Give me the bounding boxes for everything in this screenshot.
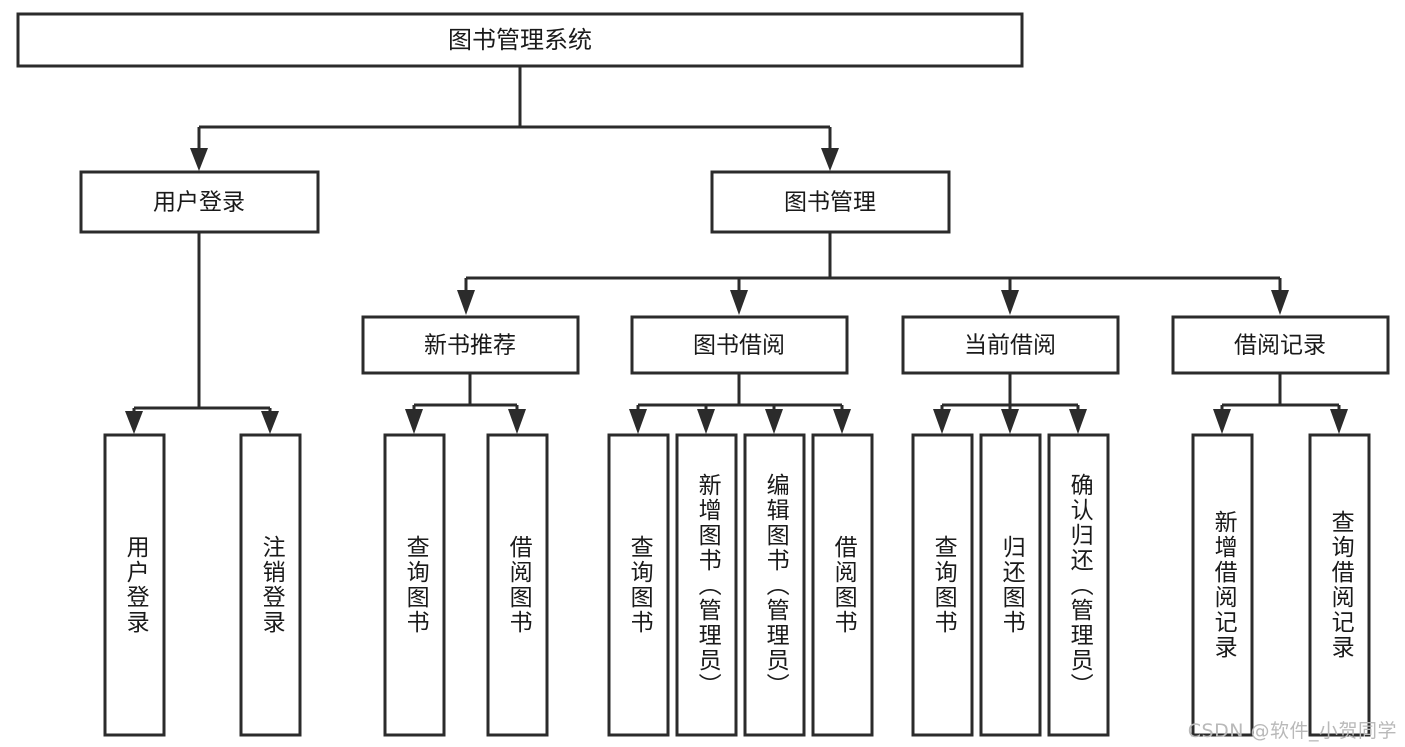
arrow-head-user-login [190, 148, 208, 171]
connectors-user-login [125, 232, 279, 434]
leaf-boxes-user-login [103, 433, 302, 737]
root-label: 图书管理系统 [448, 26, 592, 54]
leaf-box-book-borrow-4[interactable] [811, 433, 874, 737]
borrow-record-box[interactable] [1171, 315, 1390, 375]
connectors-current-borrow [933, 373, 1087, 434]
user-login-box[interactable] [79, 170, 320, 234]
connectors-book-mgmt [457, 232, 1289, 315]
arrow-head-leaf-borrow-record-1 [1213, 409, 1231, 434]
leaf-boxes-new-book [383, 433, 549, 737]
leaf-box-new-book-1[interactable] [383, 433, 446, 737]
leaf-box-book-borrow-2[interactable] [675, 433, 738, 737]
node-new-book-recommend[interactable]: 新书推荐 [361, 315, 580, 375]
leaf-box-new-book-2[interactable] [486, 433, 549, 737]
leaf-box-book-borrow-1[interactable] [607, 433, 670, 737]
arrow-head-leaf-book-borrow-4 [833, 409, 851, 434]
node-book-borrow[interactable]: 图书借阅 [630, 315, 849, 375]
leaf-box-current-borrow-2[interactable] [979, 433, 1042, 737]
node-borrow-record[interactable]: 借阅记录 [1171, 315, 1390, 375]
node-user-login[interactable]: 用户登录 [79, 170, 320, 234]
leaf-box-borrow-record-2[interactable] [1308, 433, 1371, 737]
leaf-boxes-current-borrow [911, 433, 1110, 737]
arrow-head-new-book [457, 290, 475, 315]
user-login-label: 用户登录 [153, 190, 245, 216]
leaf-box-current-borrow-3[interactable] [1047, 433, 1110, 737]
leaf-box-book-borrow-3[interactable] [743, 433, 806, 737]
book-management-label: 图书管理 [784, 190, 876, 216]
book-management-box[interactable] [710, 170, 951, 234]
current-borrow-box[interactable] [901, 315, 1120, 375]
leaf-boxes-book-borrow [607, 433, 874, 737]
arrow-head-leaf-book-borrow-2 [697, 409, 715, 434]
arrow-head-leaf-new-book-1 [405, 409, 423, 434]
arrow-head-leaf-borrow-record-2 [1330, 409, 1348, 434]
arrow-head-leaf-current-borrow-3 [1069, 409, 1087, 434]
leaf-box-current-borrow-1[interactable] [911, 433, 974, 737]
connectors-book-borrow [629, 373, 851, 434]
connectors-root [190, 66, 839, 171]
leaf-boxes-borrow-record [1191, 433, 1371, 737]
connectors-borrow-record [1213, 373, 1348, 434]
connectors-new-book [405, 373, 526, 434]
node-root[interactable]: 图书管理系统 [16, 12, 1024, 68]
arrow-head-book-mgmt [821, 148, 839, 171]
current-borrow-label: 当前借阅 [964, 333, 1056, 359]
arrow-head-leaf-book-borrow-1 [629, 409, 647, 434]
new-book-recommend-box[interactable] [361, 315, 580, 375]
book-borrow-box[interactable] [630, 315, 849, 375]
leaf-box-user-login-1[interactable] [103, 433, 166, 737]
arrow-head-borrow-record [1271, 290, 1289, 315]
node-current-borrow[interactable]: 当前借阅 [901, 315, 1120, 375]
arrow-head-book-borrow [730, 290, 748, 315]
leaf-box-user-login-2[interactable] [239, 433, 302, 737]
node-book-management[interactable]: 图书管理 [710, 170, 951, 234]
arrow-head-leaf-new-book-2 [508, 409, 526, 434]
borrow-record-label: 借阅记录 [1234, 333, 1326, 359]
arrow-head-leaf-user-login-1 [125, 411, 143, 434]
book-borrow-label: 图书借阅 [693, 333, 785, 359]
arrow-head-leaf-current-borrow-2 [1001, 409, 1019, 434]
watermark-text: CSDN @软件_小贺同学 [1187, 720, 1397, 742]
arrow-head-current-borrow [1001, 290, 1019, 315]
arrow-head-leaf-book-borrow-3 [765, 409, 783, 434]
arrow-head-leaf-current-borrow-1 [933, 409, 951, 434]
root-box[interactable] [16, 12, 1024, 68]
new-book-recommend-label: 新书推荐 [424, 333, 516, 359]
arrow-head-leaf-user-login-2 [261, 411, 279, 434]
leaf-box-borrow-record-1[interactable] [1191, 433, 1254, 737]
